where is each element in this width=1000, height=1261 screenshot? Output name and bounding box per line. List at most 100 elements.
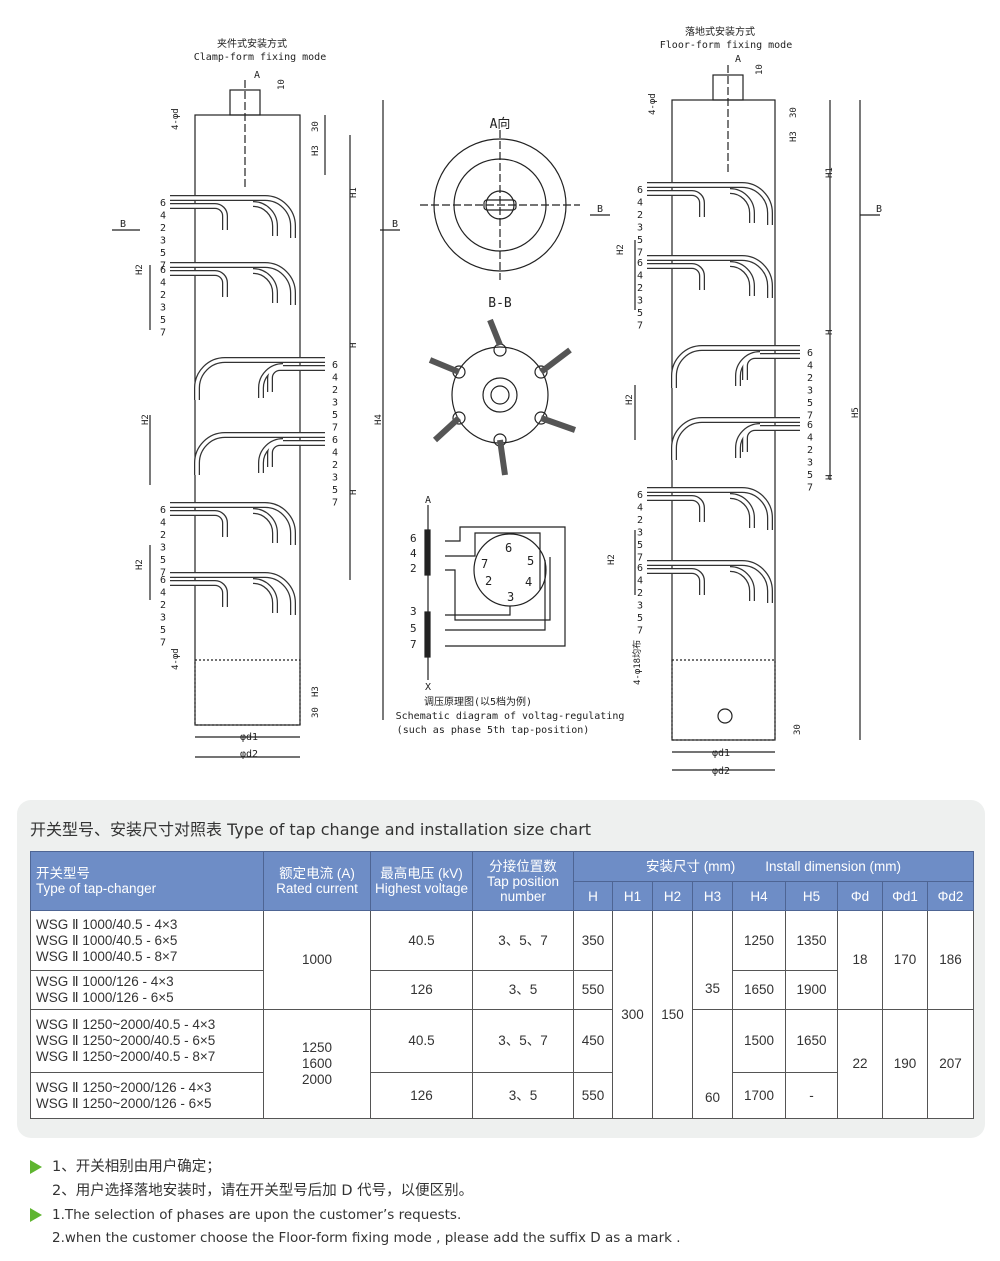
dim-4-phi-d: 4-φd <box>171 648 181 670</box>
dim-h: H <box>825 330 835 335</box>
type-line: WSG Ⅱ 1000/40.5 - 6×5 <box>36 932 178 948</box>
tap-label: 6 <box>637 563 643 574</box>
tap-label: 5 <box>807 470 813 481</box>
dim-h1: H1 <box>349 187 359 198</box>
dim-h2: H2 <box>607 554 617 565</box>
dim-phi-d1: φd1 <box>712 748 730 759</box>
tap-label: 2 <box>637 588 643 599</box>
schematic-caption-cn: 调压原理图(以5档为例) <box>424 695 532 708</box>
cell-voltage: 40.5 <box>370 910 473 971</box>
view-a-drawing <box>420 130 580 280</box>
tap-label: 2 <box>160 290 166 301</box>
note-cn-2: 2、用户选择落地安装时，请在开关型号后加 D 代号，以便区别。 <box>52 1183 474 1199</box>
header-h: H <box>573 881 613 911</box>
cell-h5: 1900 <box>785 970 838 1010</box>
tap-label: 2 <box>160 530 166 541</box>
cell-h5: - <box>785 1072 838 1119</box>
dim-h: H <box>349 490 359 495</box>
dim-phi-d2: φd2 <box>240 749 258 760</box>
tap-label: 4 <box>637 198 643 209</box>
tap-label: 5 <box>332 485 338 496</box>
tap-label: 7 <box>160 328 166 339</box>
tap-label: 7 <box>160 261 166 272</box>
tap-label: 2 <box>807 445 813 456</box>
tap-label: 7 <box>807 483 813 494</box>
tap-label: 3 <box>332 398 338 409</box>
type-line: WSG Ⅱ 1250~2000/40.5 - 6×5 <box>36 1033 216 1048</box>
tap-label: 4 <box>807 433 813 444</box>
tap-label: 2 <box>807 373 813 384</box>
header-φd2: Φd2 <box>927 881 974 911</box>
type-line: WSG Ⅱ 1000/40.5 - 8×7 <box>36 948 178 964</box>
tap-label: 4 <box>332 373 338 384</box>
dim-h5: H5 <box>851 407 861 418</box>
bullet-triangle-icon <box>30 1208 42 1222</box>
schematic-caption-en2: (such as phase 5th tap-position) <box>397 725 590 736</box>
tap-label: 4 <box>637 271 643 282</box>
tap-label: 5 <box>637 540 643 551</box>
dim-h2: H2 <box>141 414 151 425</box>
cell-voltage: 40.5 <box>370 1009 473 1073</box>
cell-h1: 300 <box>612 910 653 1119</box>
tap-label: 2 <box>637 210 643 221</box>
dim-h: H <box>825 475 835 480</box>
dim-30: 30 <box>311 121 321 132</box>
tap-label: 4 <box>160 588 166 599</box>
tap-label: 5 <box>160 625 166 636</box>
cell-tap: 3、5、7 <box>472 1009 574 1073</box>
cell-h4: 1700 <box>732 1072 786 1119</box>
dim-mounting-holes: 4-φ18均布 <box>631 640 643 685</box>
dim-h3: H3 <box>311 686 321 697</box>
cell-h3: 60 <box>692 1009 733 1119</box>
tap-label: 3 <box>807 458 813 469</box>
tap-label: 7 <box>332 423 338 434</box>
dim-h2: H2 <box>625 394 635 405</box>
cell-tap: 3、5、7 <box>472 910 574 971</box>
cell-voltage: 126 <box>370 1072 473 1119</box>
header-h5: H5 <box>785 881 838 911</box>
schematic-tap-label: 7 <box>410 638 417 651</box>
cell-phi-d1: 170 <box>882 910 928 1010</box>
tap-label: 6 <box>807 420 813 431</box>
size-chart-title: 开关型号、安装尺寸对照表 Type of tap change and inst… <box>30 820 592 839</box>
tap-label: 5 <box>637 308 643 319</box>
header-h2: H2 <box>652 881 693 911</box>
tap-label: 6 <box>637 258 643 269</box>
header-voltage: 最高电压 (kV)Highest voltage <box>370 851 473 911</box>
dim-30: 30 <box>311 707 321 718</box>
dim-h: H <box>349 343 359 348</box>
dim-phi-d1: φd1 <box>240 732 258 743</box>
bullet-triangle-icon <box>30 1160 42 1174</box>
header-install: 安装尺寸 (mm) Install dimension (mm) <box>573 851 974 882</box>
tap-label: 6 <box>332 435 338 446</box>
section-mark-b: B <box>392 219 398 230</box>
tap-label: 3 <box>332 473 338 484</box>
type-line: WSG Ⅱ 1250~2000/40.5 - 4×3 <box>36 1017 216 1032</box>
tap-label: 7 <box>637 626 643 637</box>
dim-h3: H3 <box>311 145 321 156</box>
tap-label: 6 <box>160 198 166 209</box>
schematic-tap-label: 2 <box>410 562 417 575</box>
tap-label: 6 <box>637 490 643 501</box>
tap-label: 2 <box>637 515 643 526</box>
dim-30: 30 <box>789 107 799 118</box>
cell-tap: 3、5 <box>472 1072 574 1119</box>
tap-label: 2 <box>160 600 166 611</box>
schematic-caption-en: Schematic diagram of voltag-regulating <box>396 711 625 722</box>
schematic-diagram <box>424 505 566 680</box>
tap-label: 3 <box>637 296 643 307</box>
